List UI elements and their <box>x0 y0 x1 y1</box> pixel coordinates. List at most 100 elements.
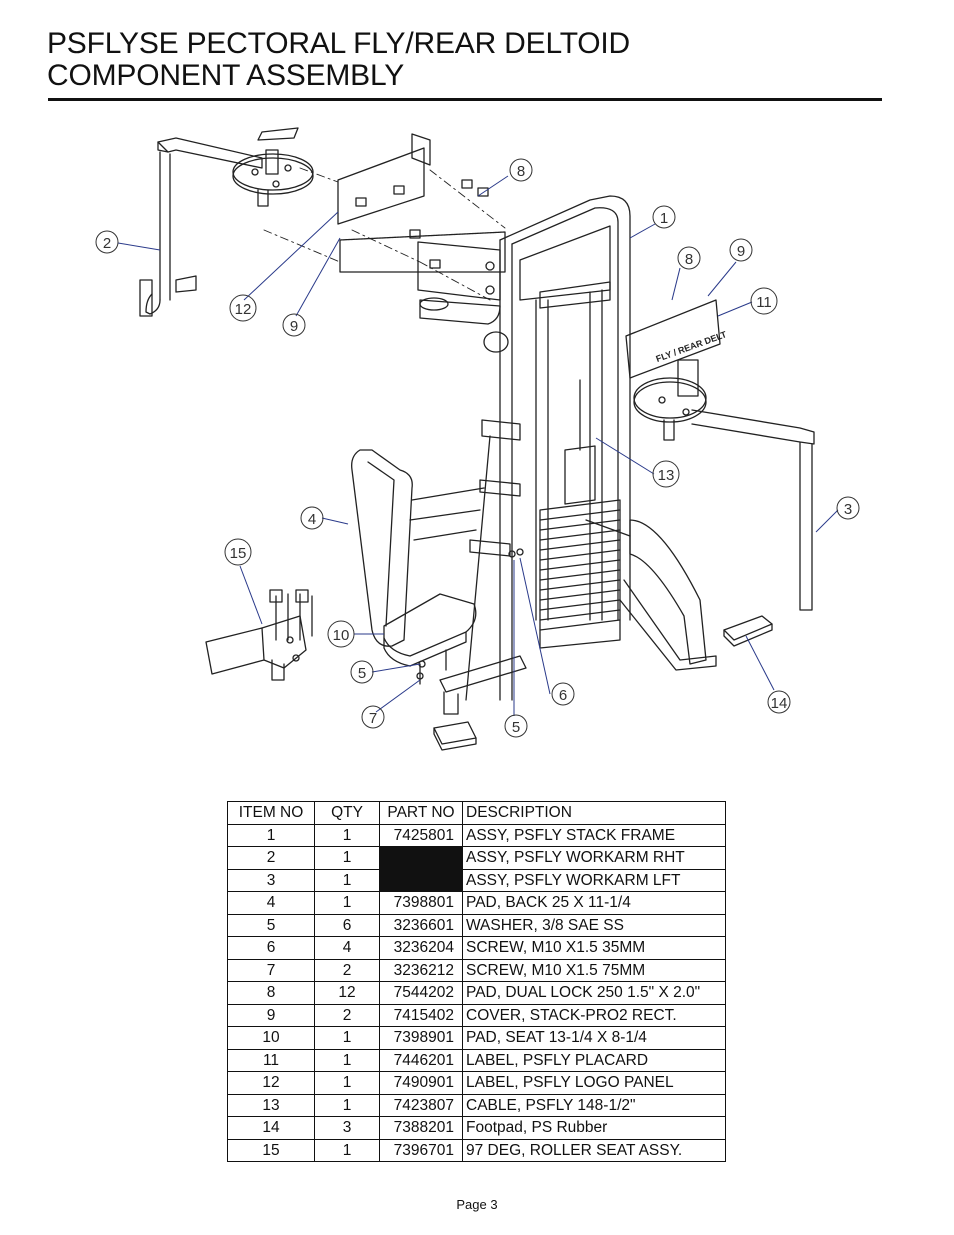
cell-item-no: 6 <box>227 936 315 960</box>
cell-item-no: 7 <box>227 958 315 982</box>
callout-5a: 5 <box>512 719 520 736</box>
cell-qty: 1 <box>314 846 380 870</box>
cell-part-no: 7398901 <box>379 1026 463 1050</box>
cell-qty: 1 <box>314 868 380 892</box>
cell-item-no: 5 <box>227 913 315 937</box>
cell-qty: 1 <box>314 823 380 847</box>
cell-part-no: 7544202 <box>379 981 463 1005</box>
cell-qty: 1 <box>314 1093 380 1117</box>
workarm-left <box>633 359 815 611</box>
callout-11: 11 <box>756 294 772 311</box>
callout-9b: 9 <box>290 318 298 335</box>
cell-description: ASSY, PSFLY WORKARM RHT <box>462 846 726 870</box>
placard <box>625 299 721 379</box>
cell-part-no: 7446201 <box>379 1048 463 1072</box>
callout-14: 14 <box>771 695 788 712</box>
cell-description: COVER, STACK-PRO2 RECT. <box>462 1003 726 1027</box>
cell-item-no: 2 <box>227 846 315 870</box>
cell-qty: 1 <box>314 891 380 915</box>
callout-9a: 9 <box>737 243 745 260</box>
callout-6: 6 <box>559 687 567 704</box>
seat-pad <box>383 593 477 685</box>
title-line-2: COMPONENT ASSEMBLY <box>47 59 405 92</box>
callout-12: 12 <box>235 301 252 318</box>
title-underline <box>48 98 882 101</box>
cell-part-no: 3236212 <box>379 958 463 982</box>
callout-10: 10 <box>333 627 350 644</box>
cell-description: PAD, BACK 25 X 11-1/4 <box>462 891 726 915</box>
placard-text: FLY / REAR DELT <box>655 329 729 364</box>
callout-15: 15 <box>230 545 247 562</box>
footpad <box>433 615 773 751</box>
cell-description: LABEL, PSFLY PLACARD <box>462 1048 726 1072</box>
cell-description: ASSY, PSFLY STACK FRAME <box>462 823 726 847</box>
cell-qty: 1 <box>314 1071 380 1095</box>
cell-description: SCREW, M10 X1.5 35MM <box>462 936 726 960</box>
header-qty: QTY <box>314 801 380 825</box>
cell-part-no: 7396701 <box>379 1138 463 1162</box>
cell-item-no: 8 <box>227 981 315 1005</box>
callout-3: 3 <box>844 501 852 518</box>
callout-8b: 8 <box>685 251 693 268</box>
cell-item-no: 13 <box>227 1093 315 1117</box>
header-description: DESCRIPTION <box>462 801 726 825</box>
cell-part-no: 3236601 <box>379 913 463 937</box>
cell-description: LABEL, PSFLY LOGO PANEL <box>462 1071 726 1095</box>
cell-qty: 2 <box>314 958 380 982</box>
cell-item-no: 3 <box>227 868 315 892</box>
header-part-no: PART NO <box>379 801 463 825</box>
callout-8a: 8 <box>517 163 525 180</box>
roller-seat-assy <box>205 589 313 681</box>
back-pad <box>351 449 485 647</box>
callout-7: 7 <box>369 710 377 727</box>
cell-qty: 6 <box>314 913 380 937</box>
cell-description: WASHER, 3/8 SAE SS <box>462 913 726 937</box>
cell-item-no: 10 <box>227 1026 315 1050</box>
callout-1: 1 <box>660 210 668 227</box>
cell-item-no: 15 <box>227 1138 315 1162</box>
cell-qty: 4 <box>314 936 380 960</box>
title-line-1: PSFLYSE PECTORAL FLY/REAR DELTOID <box>47 27 631 60</box>
cell-part-no: 7388201 <box>379 1116 463 1140</box>
cell-description: PAD, SEAT 13-1/4 X 8-1/4 <box>462 1026 726 1050</box>
cell-item-no: 1 <box>227 823 315 847</box>
cell-part-no: 7490901 <box>379 1071 463 1095</box>
cell-qty: 2 <box>314 1003 380 1027</box>
table-header-row: ITEM NO QTY PART NO DESCRIPTION <box>227 801 726 825</box>
page-title: PSFLYSE PECTORAL FLY/REAR DELTOID COMPON… <box>47 28 887 92</box>
callout-5b: 5 <box>358 665 366 682</box>
cell-description: 97 DEG, ROLLER SEAT ASSY. <box>462 1138 726 1162</box>
header-item-no: ITEM NO <box>227 801 315 825</box>
workarm-right <box>139 127 314 317</box>
cell-part-no: 3236204 <box>379 936 463 960</box>
cell-item-no: 12 <box>227 1071 315 1095</box>
cover-panels <box>337 133 506 273</box>
callout-2: 2 <box>103 235 111 252</box>
cell-item-no: 14 <box>227 1116 315 1140</box>
cell-part-no: 7398801 <box>379 891 463 915</box>
cell-qty: 1 <box>314 1026 380 1050</box>
cell-part-no: 7423807 <box>379 1093 463 1117</box>
cell-part-no <box>379 846 463 870</box>
stack-frame <box>417 195 717 715</box>
cell-qty: 3 <box>314 1116 380 1140</box>
callout-13: 13 <box>658 467 675 484</box>
cell-item-no: 11 <box>227 1048 315 1072</box>
hardware <box>416 548 524 680</box>
cell-qty: 12 <box>314 981 380 1005</box>
callout-4: 4 <box>308 511 316 528</box>
cell-description: PAD, DUAL LOCK 250 1.5" X 2.0" <box>462 981 726 1005</box>
